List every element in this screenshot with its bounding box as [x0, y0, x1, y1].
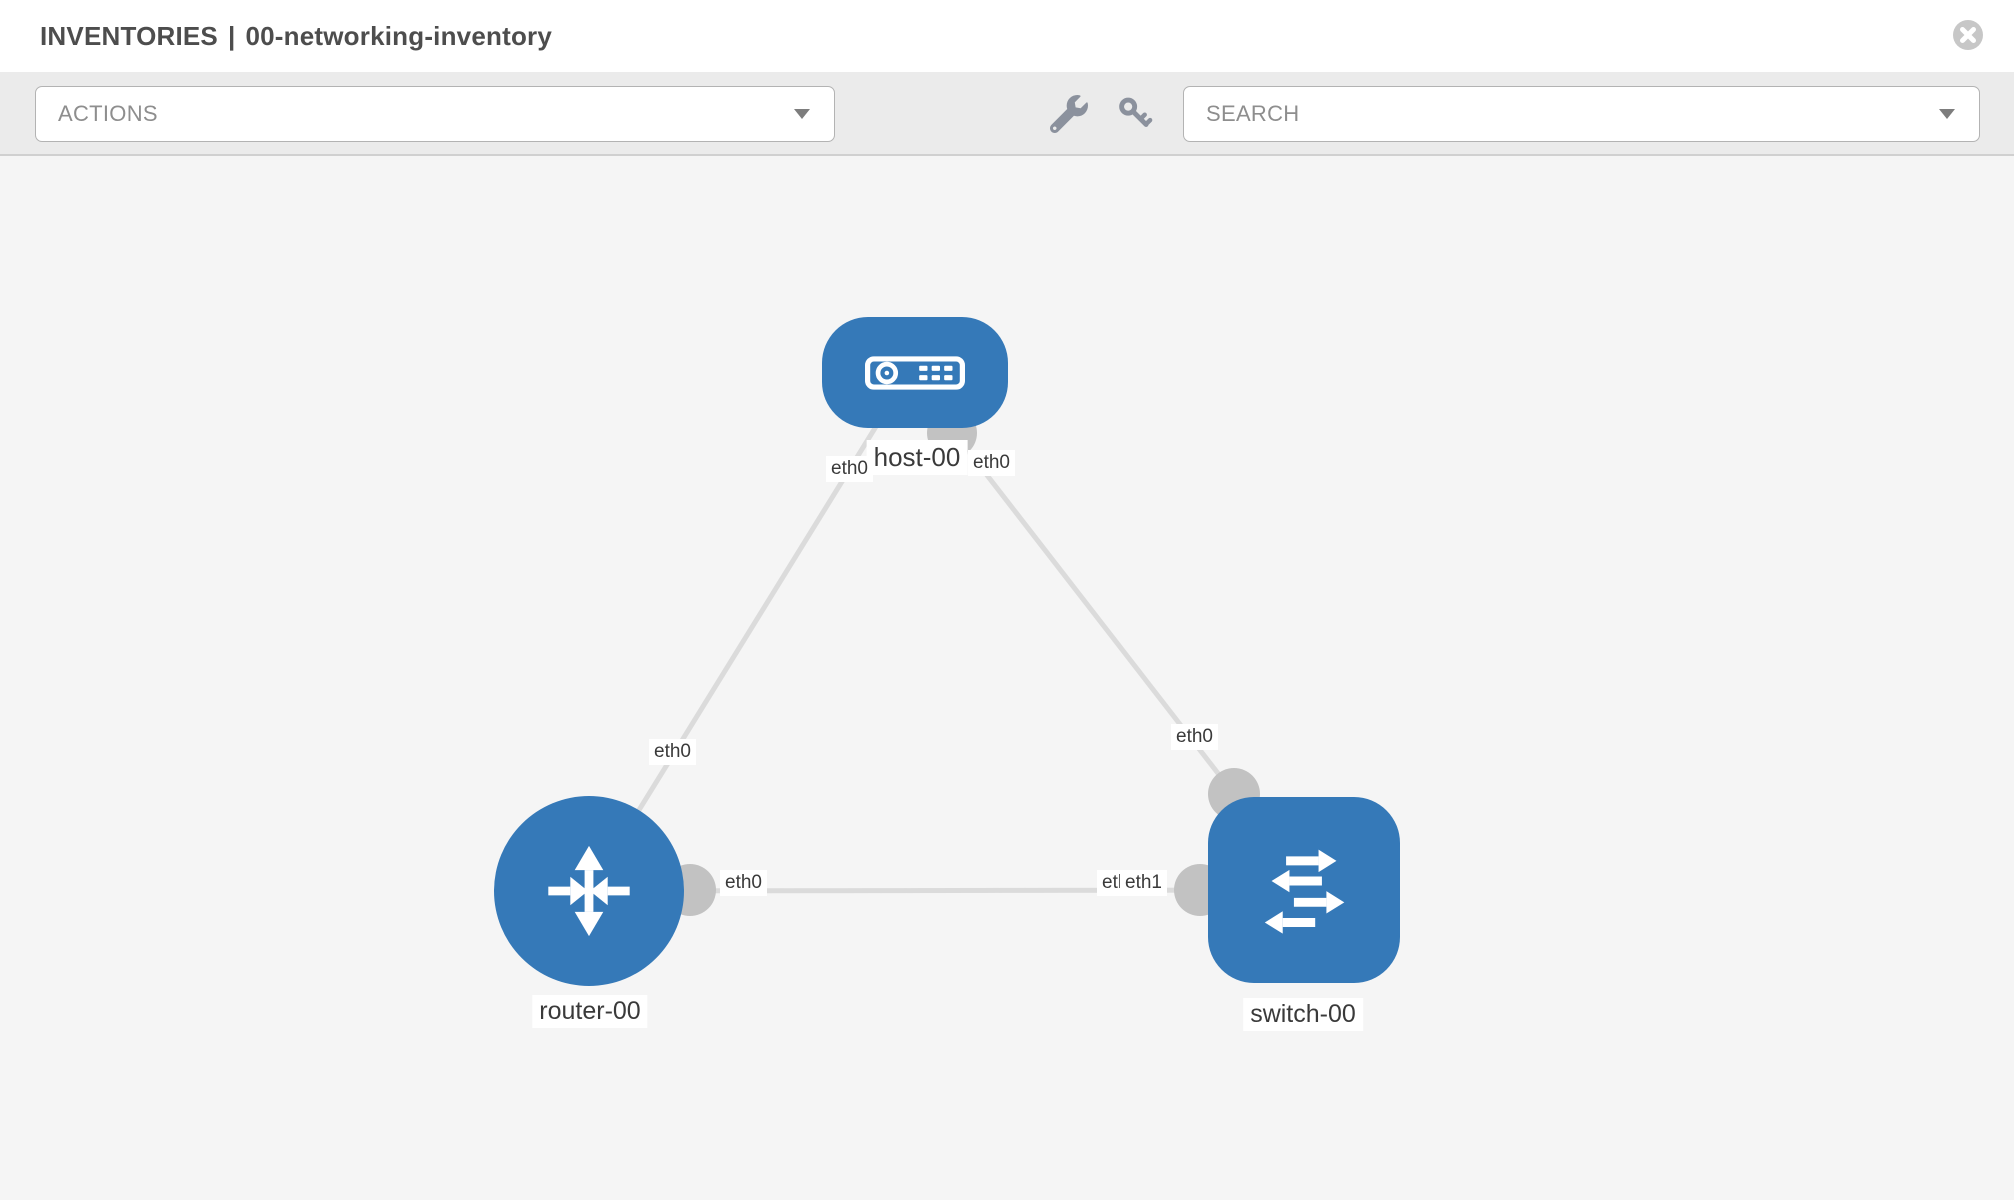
- node-label-host-00: host-00: [866, 440, 968, 475]
- iface-label-router-eth0-uplink: eth0: [649, 739, 696, 765]
- node-router-00[interactable]: [494, 796, 684, 986]
- search-placeholder: SEARCH: [1206, 101, 1300, 126]
- iface-label-switch-eth0: eth0: [1171, 724, 1218, 750]
- page-title: INVENTORIES | 00-networking-inventory: [40, 0, 552, 72]
- iface-label-switch-eth1: eth1: [1120, 870, 1167, 896]
- iface-label-host-eth0-right: eth0: [968, 450, 1015, 476]
- configure-button[interactable]: [1048, 94, 1090, 136]
- node-label-router-00: router-00: [532, 995, 648, 1028]
- iface-label-host-eth0-left: eth0: [826, 456, 873, 482]
- close-icon: [1953, 20, 1983, 50]
- switch-icon: [1264, 849, 1345, 934]
- actions-dropdown[interactable]: ACTIONS: [35, 86, 835, 142]
- chevron-down-icon: [794, 109, 810, 119]
- credentials-button[interactable]: [1114, 94, 1156, 136]
- node-host-00[interactable]: [822, 317, 1008, 428]
- toolbar: ACTIONS SEARCH: [0, 72, 2014, 156]
- actions-dropdown-label: ACTIONS: [58, 101, 158, 126]
- search-dropdown[interactable]: SEARCH: [1183, 86, 1980, 142]
- iface-label-router-eth0: eth0: [720, 870, 767, 896]
- topology-canvas[interactable]: host-00 router-00 switch-00 eth0 eth0 et…: [0, 156, 2014, 1200]
- close-button[interactable]: [1952, 19, 1984, 51]
- header: INVENTORIES | 00-networking-inventory: [0, 0, 2014, 73]
- node-label-switch-00: switch-00: [1243, 998, 1363, 1031]
- topology-graph: [586, 408, 1305, 916]
- breadcrumb-section: INVENTORIES: [40, 20, 218, 51]
- title-separator: |: [227, 20, 236, 51]
- key-icon: [1119, 97, 1153, 127]
- chevron-down-icon: [1939, 109, 1955, 119]
- node-switch-00[interactable]: [1208, 797, 1400, 983]
- router-icon: [548, 845, 630, 937]
- host-icon: [865, 355, 965, 390]
- inventory-name: 00-networking-inventory: [245, 20, 553, 51]
- wrench-icon: [1049, 94, 1088, 133]
